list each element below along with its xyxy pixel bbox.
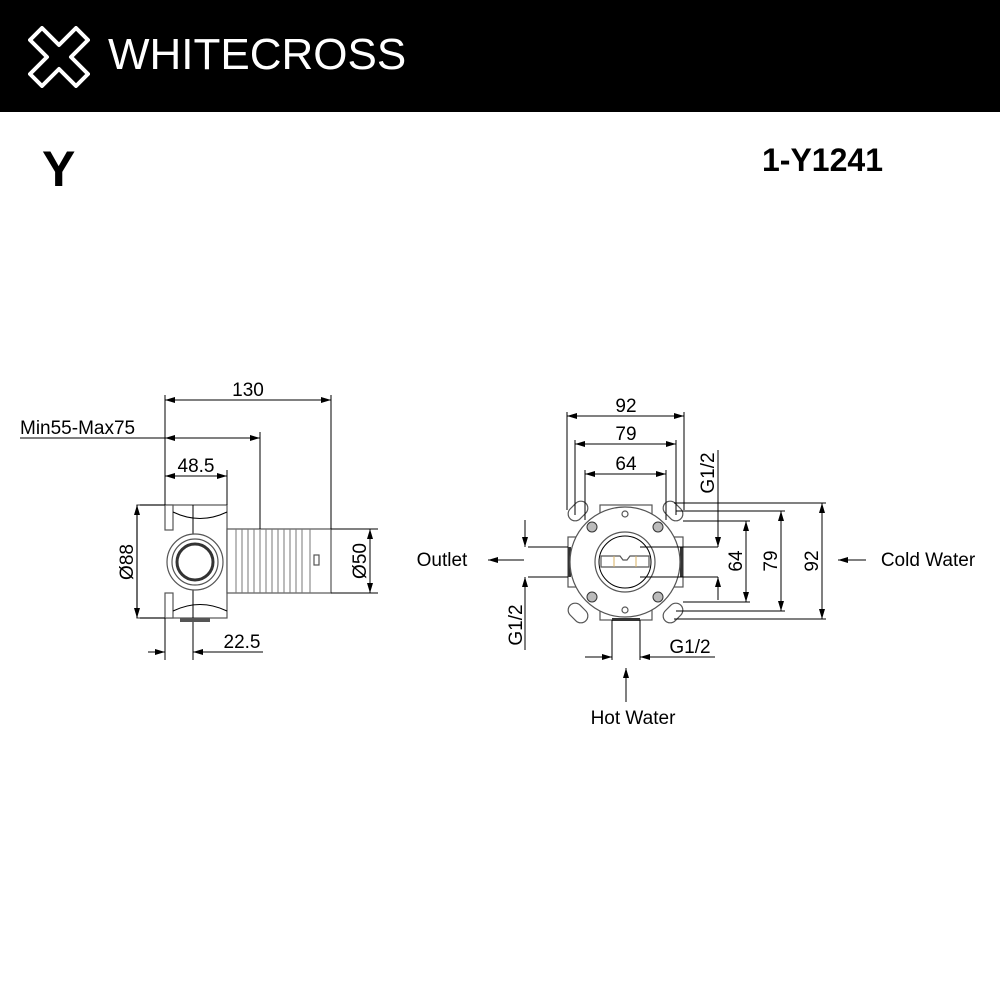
dim-22-5: 22.5	[224, 632, 261, 653]
dim-width-92: 92	[615, 396, 636, 417]
outlet-label: Outlet	[417, 550, 468, 571]
thread-right: G1/2	[698, 452, 719, 493]
dim-d88: Ø88	[117, 544, 138, 580]
header-bar: WHITECROSS	[0, 0, 1000, 112]
dim-height-64: 64	[726, 550, 747, 572]
thread-left: G1/2	[506, 604, 527, 645]
dim-min-max: Min55-Max75	[20, 418, 135, 439]
dim-d50: Ø50	[350, 543, 371, 579]
dim-width-79: 79	[615, 424, 636, 445]
series-letter: Y	[42, 141, 76, 197]
front-view: 92 79 64 92 79 64 G1/2 G1/2 G1/2 Outlet …	[417, 396, 976, 729]
dim-width-64: 64	[615, 454, 637, 475]
hot-water-label: Hot Water	[591, 708, 676, 729]
cold-water-label: Cold Water	[881, 550, 976, 571]
dim-48-5: 48.5	[178, 456, 215, 477]
thread-bottom: G1/2	[669, 637, 710, 658]
product-code: 1-Y1241	[762, 142, 883, 178]
brand-name: WHITECROSS	[108, 30, 407, 79]
dim-height-92: 92	[802, 550, 823, 571]
dim-130: 130	[232, 380, 264, 401]
cross-outline-icon	[28, 26, 90, 88]
side-view: 130 Min55-Max75 48.5 Ø88 Ø50 22.5	[20, 380, 378, 660]
dim-height-79: 79	[761, 550, 782, 571]
